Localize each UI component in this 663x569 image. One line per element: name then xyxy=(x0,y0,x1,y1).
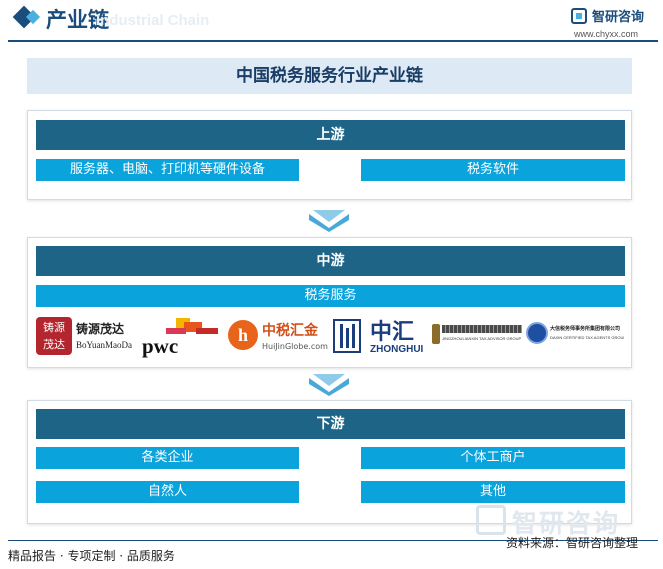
lianxin-cn-name-graphic xyxy=(442,325,522,333)
page-header: 产业链 Industrial Chain 智研咨询 www.chyxx.com xyxy=(0,0,663,42)
source-note: 资料来源：智研咨询整理 xyxy=(506,536,639,550)
downstream-header: 下游 xyxy=(36,409,625,439)
pwc-logo: pwc xyxy=(140,314,222,360)
header-divider xyxy=(8,40,658,42)
zhonghui-mark-icon xyxy=(333,319,361,353)
down-arrow-icon xyxy=(309,374,349,396)
huijin-circle-icon: h xyxy=(228,320,258,350)
boyuan-seal-icon: 铸源 茂达 xyxy=(36,317,72,355)
zhongshui-huijin-logo: h 中税汇金 HuiJinGlobe.com xyxy=(228,314,328,360)
pwc-blocks-icon xyxy=(166,318,218,334)
company-logo-row: 铸源 茂达 铸源茂达 BoYuanMaoDa pwc h 中税汇金 HuiJin… xyxy=(36,314,625,360)
section-title: 产业链 xyxy=(46,8,109,32)
daxin-globe-icon xyxy=(526,322,548,344)
jingzhou-lianxin-logo: JINGZHOULIANXIN TAX ADVISOR GROUP CO.,LT… xyxy=(432,314,524,360)
downstream-item-natural-persons: 自然人 xyxy=(36,481,299,503)
diagram-title: 中国税务服务行业产业链 xyxy=(27,58,632,94)
downstream-item-individual-business: 个体工商户 xyxy=(361,447,625,469)
upstream-item-hardware: 服务器、电脑、打印机等硬件设备 xyxy=(36,159,299,181)
boyuan-maoda-logo: 铸源 茂达 铸源茂达 BoYuanMaoDa xyxy=(36,314,136,360)
watermark-text: Industrial Chain xyxy=(96,12,210,29)
downstream-item-others: 其他 xyxy=(361,481,625,503)
zhonghui-logo: 中汇 ZHONGHUI xyxy=(332,314,432,360)
brand-url: www.chyxx.com xyxy=(574,29,639,39)
upstream-header: 上游 xyxy=(36,120,625,150)
downstream-item-enterprises: 各类企业 xyxy=(36,447,299,469)
watermark-logo-icon xyxy=(476,505,506,535)
footer-watermark: 智研咨询 xyxy=(512,509,621,538)
daxin-logo: 大信税务师事务所集团有限公司 DAXIN CERTIFIED TAX AGENT… xyxy=(526,314,625,360)
midstream-panel: 中游 税务服务 铸源 茂达 铸源茂达 BoYuanMaoDa pwc h 中税汇… xyxy=(27,237,632,368)
lianxin-mark-icon xyxy=(432,324,440,344)
brand-name: 智研咨询 xyxy=(592,10,645,25)
midstream-item-tax-service: 税务服务 xyxy=(36,285,625,307)
downstream-panel: 下游 各类企业 个体工商户 自然人 其他 xyxy=(27,400,632,524)
footer-divider xyxy=(8,540,658,541)
brand-logo-icon xyxy=(571,8,587,24)
footer-slogan: 精品报告 · 专项定制 · 品质服务 xyxy=(8,549,175,563)
upstream-panel: 上游 服务器、电脑、打印机等硬件设备 税务软件 xyxy=(27,110,632,200)
midstream-header: 中游 xyxy=(36,246,625,276)
down-arrow-icon xyxy=(309,210,349,232)
upstream-item-software: 税务软件 xyxy=(361,159,625,181)
